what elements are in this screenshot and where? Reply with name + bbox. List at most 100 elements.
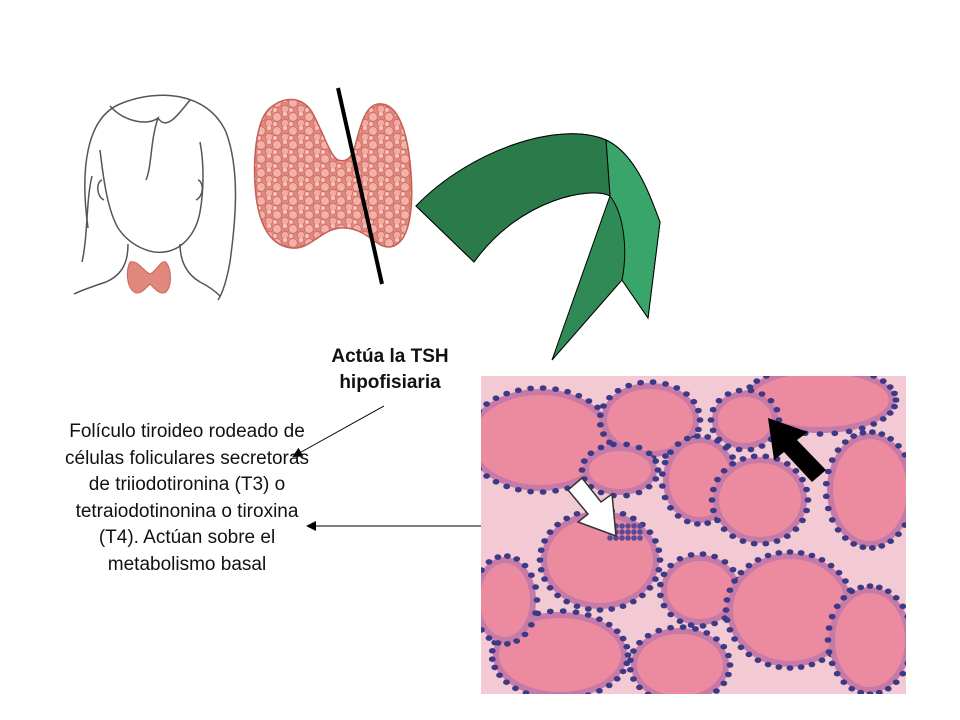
cell-nucleus	[822, 480, 830, 487]
cell-nucleus	[722, 607, 730, 613]
cell-nucleus	[729, 461, 737, 467]
cell-nucleus	[485, 635, 493, 641]
follicle-colloid	[827, 433, 906, 547]
cell-nucleus	[735, 387, 743, 394]
cell-nucleus	[858, 425, 866, 432]
cell-nucleus	[726, 587, 734, 593]
cell-nucleus	[710, 486, 717, 493]
cell-nucleus	[547, 696, 554, 702]
cell-nucleus	[596, 688, 603, 694]
cell-nucleus	[637, 529, 643, 535]
cell-nucleus	[709, 427, 717, 434]
cell-nucleus	[674, 441, 682, 447]
cell-nucleus	[552, 488, 559, 494]
cell-nucleus	[909, 637, 916, 643]
cell-nucleus	[835, 569, 843, 576]
cell-nucleus	[597, 444, 605, 451]
cell-nucleus	[655, 697, 662, 703]
cell-nucleus	[597, 489, 605, 496]
cell-nucleus	[725, 652, 732, 659]
cell-nucleus	[848, 685, 856, 692]
cell-nucleus	[773, 538, 781, 544]
cell-nucleus	[532, 610, 539, 616]
cell-nucleus	[629, 515, 637, 522]
cell-nucleus	[786, 549, 794, 555]
cell-nucleus	[625, 382, 633, 389]
cell-nucleus	[624, 652, 632, 658]
cell-nucleus	[645, 483, 653, 490]
cell-nucleus	[817, 363, 824, 369]
cell-nucleus	[503, 390, 511, 397]
cell-nucleus	[802, 364, 809, 370]
thyroid-histology-image	[463, 363, 918, 706]
cell-nucleus	[660, 602, 668, 609]
cell-nucleus	[503, 483, 511, 490]
cell-nucleus	[652, 458, 660, 464]
cell-nucleus	[654, 467, 662, 473]
cell-nucleus	[496, 672, 503, 678]
cell-nucleus	[884, 685, 892, 692]
cell-nucleus	[786, 665, 794, 671]
cell-nucleus	[910, 500, 917, 506]
cell-nucleus	[614, 387, 622, 394]
cell-nucleus	[704, 520, 712, 526]
cell-nucleus	[573, 603, 581, 609]
cell-nucleus	[715, 397, 723, 404]
follicle-colloid	[583, 445, 657, 495]
cell-nucleus	[767, 397, 775, 404]
cell-nucleus	[680, 700, 687, 706]
cell-nucleus	[619, 603, 627, 609]
cell-nucleus	[554, 521, 561, 528]
cell-nucleus	[831, 430, 839, 437]
cell-nucleus	[667, 505, 674, 511]
cell-nucleus	[679, 624, 687, 630]
cell-nucleus	[469, 459, 476, 465]
cell-nucleus	[904, 661, 906, 666]
cell-nucleus	[636, 684, 643, 691]
cell-nucleus	[692, 698, 699, 704]
cell-nucleus	[491, 664, 499, 671]
cell-nucleus	[892, 679, 900, 685]
cell-nucleus	[699, 623, 707, 629]
cell-nucleus	[762, 540, 770, 547]
cell-nucleus	[721, 559, 729, 565]
cell-nucleus	[694, 433, 701, 439]
head-outline-icon	[73, 94, 237, 301]
cell-nucleus	[580, 458, 588, 464]
cell-nucleus	[723, 617, 731, 623]
cell-nucleus	[892, 595, 900, 601]
cell-nucleus	[720, 468, 728, 474]
cell-nucleus	[834, 527, 842, 533]
cell-nucleus	[661, 459, 669, 466]
cell-nucleus	[470, 604, 477, 610]
cell-nucleus	[463, 433, 470, 439]
cell-nucleus	[886, 384, 894, 390]
small-thyroid-icon	[126, 261, 171, 294]
cell-nucleus	[703, 694, 710, 700]
cell-nucleus	[850, 433, 858, 439]
cell-nucleus	[528, 572, 535, 578]
cell-nucleus	[546, 608, 554, 615]
cell-nucleus	[747, 446, 755, 453]
cell-nucleus	[904, 614, 906, 619]
cell-nucleus	[662, 453, 669, 459]
cell-nucleus	[762, 453, 770, 460]
cell-nucleus	[623, 643, 631, 650]
cell-nucleus	[911, 487, 918, 493]
cell-nucleus	[522, 690, 530, 694]
cell-nucleus	[833, 670, 841, 677]
cell-nucleus	[481, 408, 483, 413]
cell-nucleus	[723, 597, 731, 603]
cell-nucleus	[828, 517, 836, 523]
cell-nucleus	[636, 639, 643, 646]
cell-nucleus	[587, 450, 595, 457]
cell-nucleus	[613, 676, 621, 682]
thyroid-gland-icon	[253, 98, 413, 249]
cell-nucleus	[841, 535, 849, 541]
cell-nucleus	[504, 553, 511, 559]
cell-nucleus	[715, 436, 723, 443]
cell-nucleus	[724, 443, 732, 449]
tsh-label-line2: hipofisiaria	[339, 372, 441, 393]
cell-nucleus	[704, 434, 712, 440]
